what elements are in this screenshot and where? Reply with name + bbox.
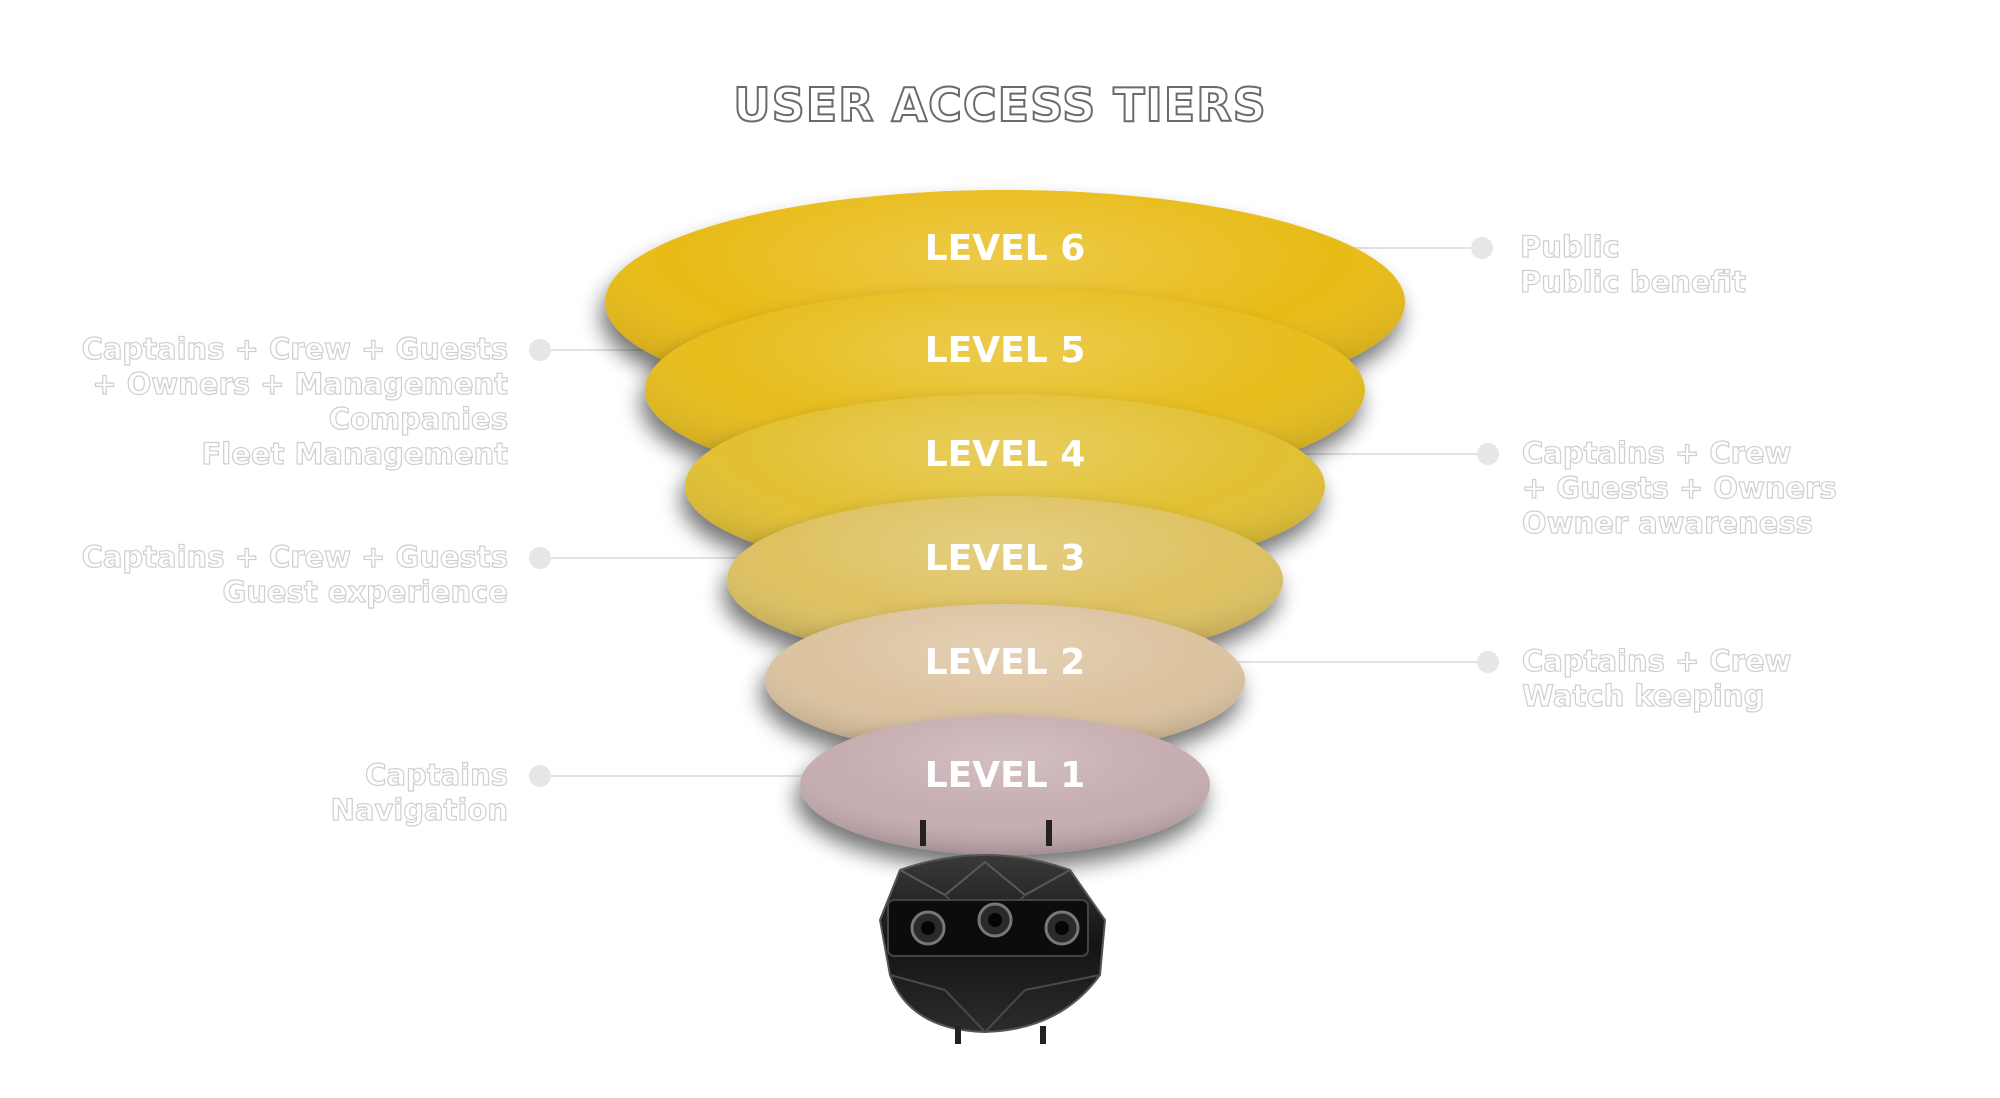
tier-description-level-3: Captains + Crew + Guests Guest experienc… xyxy=(81,539,509,610)
page-title: USER ACCESS TIERS xyxy=(732,77,1267,133)
tier-3-audience: Captains + Crew + Guests xyxy=(81,539,509,574)
level-label-5: LEVEL 5 xyxy=(925,330,1086,371)
spherical-camera-icon xyxy=(878,820,1107,1044)
tier-5-line-3: Companies xyxy=(328,401,508,436)
level-labels: LEVEL 6 LEVEL 5 LEVEL 4 LEVEL 3 LEVEL 2 … xyxy=(925,228,1086,796)
tier-6-audience: Public xyxy=(1519,229,1620,264)
tier-5-purpose: Fleet Management xyxy=(201,436,509,471)
tier-oval-level-1 xyxy=(800,715,1210,855)
tier-4-line-1: Captains + Crew xyxy=(1521,435,1792,470)
tier-5-line-2: + Owners + Management xyxy=(92,366,509,401)
tier-description-level-1: Captains Navigation xyxy=(330,757,509,828)
connector-dot-level-6 xyxy=(1471,237,1493,259)
level-label-6: LEVEL 6 xyxy=(925,228,1086,269)
connector-dot-level-1 xyxy=(529,765,551,787)
tier-1-audience: Captains xyxy=(365,757,509,792)
tier-2-audience: Captains + Crew xyxy=(1521,643,1792,678)
tier-ovals xyxy=(605,190,1405,855)
connector-dot-level-2 xyxy=(1477,651,1499,673)
connector-dot-level-4 xyxy=(1477,443,1499,465)
level-label-1: LEVEL 1 xyxy=(925,755,1086,796)
tier-4-line-2: + Guests + Owners xyxy=(1521,470,1837,505)
tier-oval-level-2 xyxy=(765,604,1245,756)
tier-description-level-5: Captains + Crew + Guests + Owners + Mana… xyxy=(81,331,509,472)
level-label-2: LEVEL 2 xyxy=(925,642,1086,683)
tier-5-line-1: Captains + Crew + Guests xyxy=(81,331,509,366)
tier-6-purpose: Public benefit xyxy=(1519,264,1746,299)
tier-description-level-2: Captains + Crew Watch keeping xyxy=(1521,643,1792,714)
tier-4-purpose: Owner awareness xyxy=(1521,505,1813,540)
connector-dot-level-5 xyxy=(529,339,551,361)
tier-description-level-6: Public Public benefit xyxy=(1519,229,1746,300)
level-label-4: LEVEL 4 xyxy=(925,434,1086,475)
tier-1-purpose: Navigation xyxy=(330,792,509,827)
tier-2-purpose: Watch keeping xyxy=(1521,678,1765,713)
level-label-3: LEVEL 3 xyxy=(925,538,1086,579)
connector-dot-level-3 xyxy=(529,547,551,569)
tier-description-level-4: Captains + Crew + Guests + Owners Owner … xyxy=(1521,435,1837,541)
tier-3-purpose: Guest experience xyxy=(222,574,509,609)
